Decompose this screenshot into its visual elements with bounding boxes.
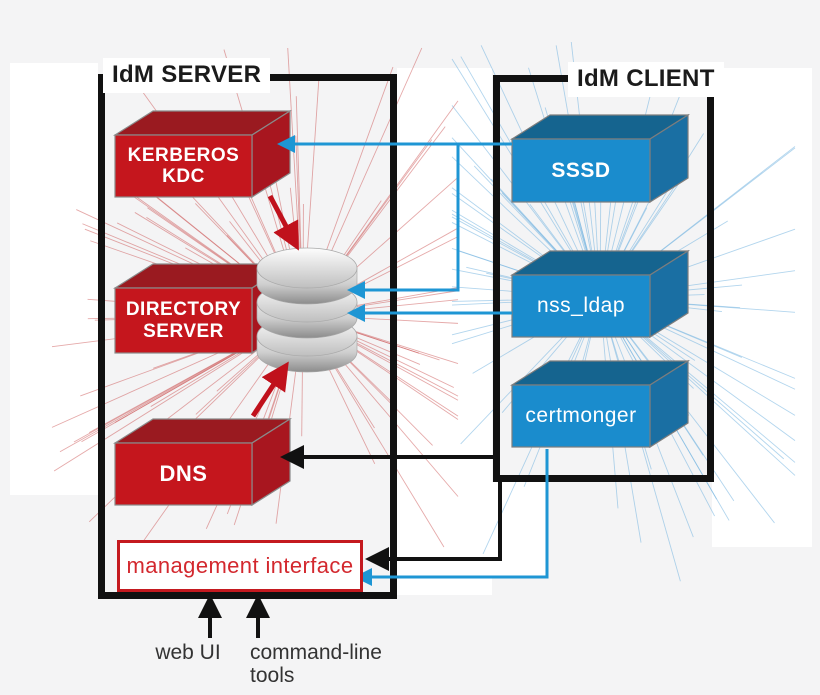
- idm-server-title: IdM SERVER: [103, 58, 271, 93]
- database-icon: [256, 247, 358, 373]
- web-ui-label: web UI: [155, 641, 221, 664]
- red-connectors: [250, 194, 299, 418]
- kerberos-kdc-box: [112, 109, 293, 199]
- blue-connectors: [277, 135, 549, 586]
- command-line-tools-label: command-line tools: [250, 641, 382, 688]
- arrow-client-to-management: [365, 481, 502, 571]
- nss-ldap-box: [509, 249, 691, 339]
- sssd-box: [509, 113, 691, 204]
- dns-box: [112, 417, 293, 507]
- black-connectors: [198, 445, 502, 638]
- bg-patch-left: [10, 63, 98, 495]
- idm-client-title: IdM CLIENT: [568, 62, 724, 97]
- arrow-sssd-to-database: [347, 144, 460, 299]
- bg-patch-middle: [397, 68, 492, 595]
- arrow-dns-to-database: [250, 361, 289, 418]
- certmonger-box: [509, 359, 691, 449]
- management-interface-box: management interface: [117, 540, 363, 592]
- arrow-certmonger-to-management: [354, 449, 549, 586]
- arrow-kdc-to-database: [267, 194, 299, 251]
